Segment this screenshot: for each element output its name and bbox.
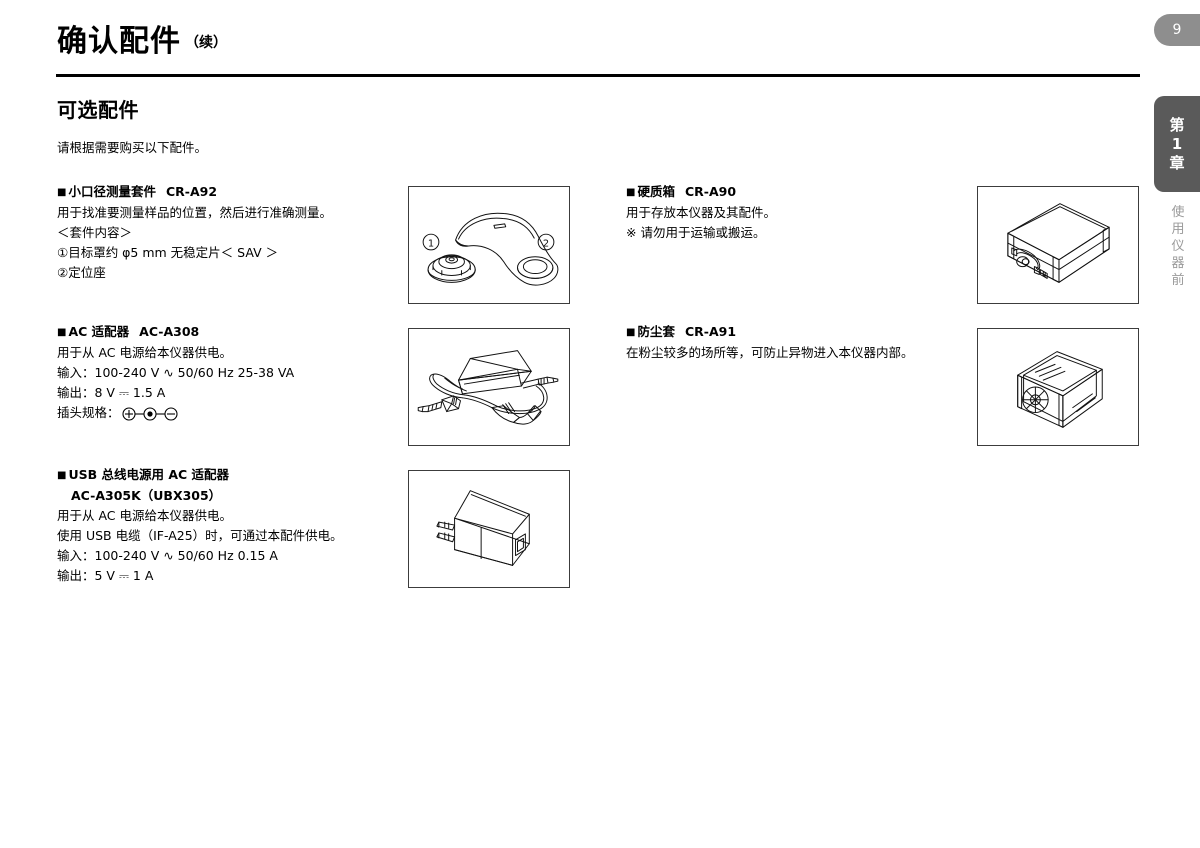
chapter-tab-line2: 1 xyxy=(1171,134,1183,153)
accessory-name: 硬质箱 xyxy=(637,184,675,199)
accessory-heading: ■小口径测量套件 CR-A92 xyxy=(57,182,332,203)
accessory-line: 输出：5 V ⎓ 1 A xyxy=(57,568,154,583)
accessory-heading: ■防尘套 CR-A91 xyxy=(626,322,914,343)
accessory-model: CR-A90 xyxy=(684,184,737,199)
svg-text:2: 2 xyxy=(543,238,549,249)
accessory-line: 用于存放本仪器及其配件。 xyxy=(626,205,777,220)
accessory-line: 输出：8 V ⎓ 1.5 A xyxy=(57,385,166,400)
hard-case-illustration xyxy=(977,186,1139,304)
section-title: 可选配件 xyxy=(57,98,139,122)
bullet-square-icon: ■ xyxy=(626,327,636,338)
accessory-line: ＜套件内容＞ xyxy=(57,225,133,240)
chapter-subtitle: 使 用 仪 器 前 xyxy=(1168,204,1188,289)
accessory-line-plug-spec: 插头规格： xyxy=(57,403,294,427)
accessory-block-cr-a90: ■硬质箱 CR-A90 用于存放本仪器及其配件。 ※ 请勿用于运输或搬运。 xyxy=(626,182,776,243)
accessory-line: ※ 请勿用于运输或搬运。 xyxy=(626,225,766,240)
title-divider xyxy=(56,74,1140,77)
chapter-subtitle-char: 器 xyxy=(1171,256,1185,271)
accessory-name: AC 适配器 xyxy=(68,324,130,339)
accessory-heading: ■硬质箱 CR-A90 xyxy=(626,182,776,203)
chapter-subtitle-char: 前 xyxy=(1171,273,1185,288)
bullet-square-icon: ■ xyxy=(57,327,67,338)
chapter-tab: 第 1 章 xyxy=(1154,96,1200,192)
accessory-model: CR-A92 xyxy=(165,184,218,199)
accessory-line: 用于找准要测量样品的位置，然后进行准确测量。 xyxy=(57,205,333,220)
accessory-line: 用于从 AC 电源给本仪器供电。 xyxy=(57,508,233,523)
ac-adapter-illustration xyxy=(408,328,570,446)
accessory-block-cr-a91: ■防尘套 CR-A91 在粉尘较多的场所等，可防止异物进入本仪器内部。 xyxy=(626,322,914,363)
accessory-name: USB 总线电源用 AC 适配器 xyxy=(68,467,230,482)
bullet-square-icon: ■ xyxy=(57,187,67,198)
accessory-block-ac-a308: ■AC 适配器 AC-A308 用于从 AC 电源给本仪器供电。 输入：100-2… xyxy=(57,322,294,427)
page-title-text: 确认配件 xyxy=(57,24,181,59)
dust-cover-illustration xyxy=(977,328,1139,446)
accessory-line: ①目标罩约 φ5 mm 无稳定片＜ SAV ＞ xyxy=(57,245,279,260)
accessory-line-label: 插头规格： xyxy=(57,405,120,420)
usb-ac-adapter-illustration xyxy=(408,470,570,588)
accessory-line: 输入：100-240 V ∿ 50/60 Hz 0.15 A xyxy=(57,548,278,563)
accessory-line: 输入：100-240 V ∿ 50/60 Hz 25-38 VA xyxy=(57,365,295,380)
bullet-square-icon: ■ xyxy=(626,187,636,198)
page-title-suffix: （续） xyxy=(185,35,227,51)
accessory-line: 在粉尘较多的场所等，可防止异物进入本仪器内部。 xyxy=(626,345,914,360)
accessory-line: 使用 USB 电缆（IF-A25）时，可通过本配件供电。 xyxy=(57,528,343,543)
accessory-line: 用于从 AC 电源给本仪器供电。 xyxy=(57,345,233,360)
accessory-model: CR-A91 xyxy=(684,324,737,339)
page-number-tab: 9 xyxy=(1154,14,1200,46)
accessory-heading: ■USB 总线电源用 AC 适配器 xyxy=(57,465,343,486)
accessory-block-cr-a92: ■小口径测量套件 CR-A92 用于找准要测量样品的位置，然后进行准确测量。 ＜套… xyxy=(57,182,332,283)
bullet-square-icon: ■ xyxy=(57,470,67,481)
accessory-block-ac-a305k: ■USB 总线电源用 AC 适配器 AC-A305K（UBX305） 用于从 A… xyxy=(57,465,343,586)
accessory-name: 小口径测量套件 xyxy=(68,184,156,199)
plug-polarity-icon xyxy=(121,407,179,427)
small-aperture-kit-illustration: 1 2 xyxy=(408,186,570,304)
svg-text:1: 1 xyxy=(428,238,434,249)
accessory-model-line: AC-A305K（UBX305） xyxy=(71,488,222,503)
page-title: 确认配件（续） xyxy=(57,27,227,57)
accessory-name: 防尘套 xyxy=(637,324,675,339)
accessory-model: AC-A308 xyxy=(139,324,200,339)
accessory-line: ②定位座 xyxy=(57,265,106,280)
chapter-subtitle-char: 使 xyxy=(1171,205,1185,220)
chapter-subtitle-char: 仪 xyxy=(1171,239,1185,254)
chapter-tab-line1: 第 xyxy=(1169,115,1185,134)
accessory-heading: ■AC 适配器 AC-A308 xyxy=(57,322,294,343)
page-number: 9 xyxy=(1172,22,1182,38)
chapter-subtitle-char: 用 xyxy=(1171,222,1185,237)
chapter-tab-line3: 章 xyxy=(1169,153,1185,172)
section-lead: 请根据需要购买以下配件。 xyxy=(57,140,208,155)
